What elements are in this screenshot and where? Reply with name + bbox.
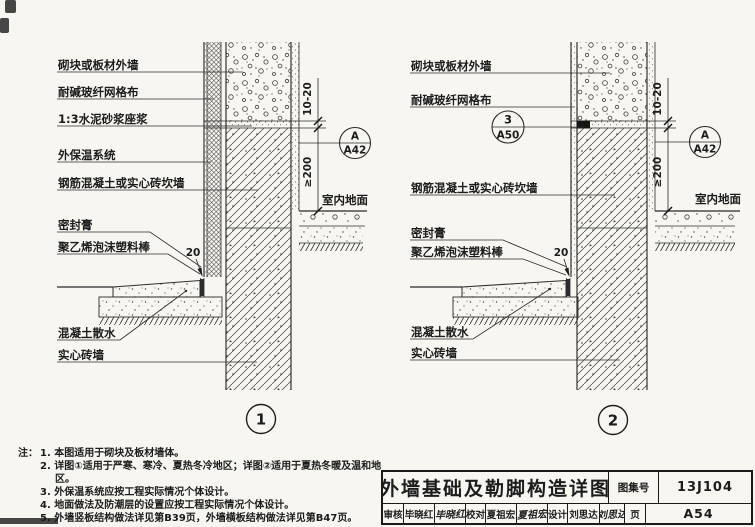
svg-text:2: 2: [608, 412, 618, 430]
d2-mortar-joint-fill: [590, 121, 647, 128]
notes: 注： 1. 本图适用于砌块及板材墙体。 2. 详图①适用于严寒、寒冷、夏热冬冷地…: [18, 447, 384, 525]
designer-signature: 刘思达: [599, 509, 624, 522]
d2-label-apron: 混凝土散水: [411, 325, 469, 339]
notes-items: 1. 本图适用于砌块及板材墙体。 2. 详图①适用于严寒、寒冷、夏热冬冷地区；详…: [40, 447, 384, 525]
d2-apron-construction: [410, 278, 579, 325]
d2-label-brick-wall: 实心砖墙: [411, 346, 457, 360]
d2-inner-plaster: [647, 42, 655, 211]
d1-ref-marker-a42: A A42: [299, 126, 372, 160]
ref-a-code: A: [351, 131, 360, 143]
detail-2: 10-20 ≥200 20 3 A50 A A42 砌块或板: [410, 42, 741, 436]
d1-dim-height: ≥200: [302, 157, 314, 188]
d1-block-wall-fill: [226, 42, 291, 121]
checker-label: 校对: [465, 504, 485, 523]
d1-joint-sealant-fill: [200, 279, 204, 296]
d2-dim-bed: 10-20: [652, 82, 664, 116]
scan-artifact: [0, 518, 58, 524]
scan-artifact: [5, 0, 16, 13]
d1-label-mesh: 耐碱玻纤网格布: [58, 85, 139, 99]
d1-label-mortar: 1:3水泥砂浆座浆: [58, 112, 148, 126]
d2-label-plinth: 钢筋混凝土或实心砖坎墙: [411, 181, 538, 195]
note-item: 5. 外墙竖板结构做法详见第B39页，外墙横板结构做法详见第B47页。: [40, 513, 358, 524]
title-block: 外墙基础及勒脚构造详图 图集号 13J104 审核 毕晓红 毕晓红 校对 夏祖宏…: [381, 470, 753, 525]
d1-label-exterior-wall: 砌块或板材外墙: [57, 58, 139, 72]
d1-label-insulation: 外保温系统: [57, 148, 116, 162]
d1-dim-bed: 10-20: [302, 82, 314, 116]
d2-render-coat: [571, 42, 577, 277]
d1-labels: 砌块或板材外墙 耐碱玻纤网格布 1:3水泥砂浆座浆 外保温系统 钢筋混凝土或实心…: [57, 58, 368, 363]
d1-mortar-joint-fill: [226, 121, 291, 128]
ref-a-page: A42: [344, 145, 367, 157]
svg-text:1: 1: [256, 411, 266, 429]
d2-ref-marker-a42: A A42: [655, 125, 722, 159]
construction-drawing: 10-20 ≥200 20 A A42 砌块或板材外墙 耐碱玻纤网格布 1:3水…: [57, 42, 741, 436]
d2-dimension-lines: 10-20 ≥200 20: [554, 78, 673, 277]
d2-labels: 砌块或板材外墙 耐碱玻纤网格布 钢筋混凝土或实心砖坎墙 密封膏 聚乙烯泡沫塑料棒…: [410, 59, 741, 361]
d2-label-mesh: 耐碱玻纤网格布: [411, 93, 492, 107]
scan-artifact: [0, 18, 9, 33]
d2-wall-fills: [571, 42, 655, 390]
d1-label-foam-rod: 聚乙烯泡沫塑料棒: [57, 240, 150, 254]
d2-detail-number: 2: [597, 404, 629, 436]
reviewer-name: 毕晓红: [403, 504, 434, 523]
d2-structure-lines: [570, 42, 676, 390]
designer-name: 刘思达: [567, 504, 599, 523]
note-item: 4. 地面做法及防潮层的设置应按工程实际情况个体设计。: [40, 500, 295, 511]
d1-inner-plaster: [291, 42, 299, 211]
d2-label-sealant: 密封膏: [410, 226, 446, 240]
d2-indoor-floor-construction: [655, 210, 740, 251]
reviewer-label: 审核: [383, 509, 403, 521]
notes-prefix: 注：: [18, 448, 38, 459]
detail-1: 10-20 ≥200 20 A A42 砌块或板材外墙 耐碱玻纤网格布 1:3水…: [57, 42, 372, 435]
d1-apron-construction: [57, 278, 223, 325]
ref-a-code: A: [701, 130, 710, 142]
d1-detail-number: 1: [245, 403, 277, 435]
note-item: 3. 外保温系统应按工程实际情况个体设计。: [40, 487, 235, 498]
note-item: 1. 本图适用于砌块及板材墙体。: [40, 448, 185, 459]
d1-dimension-lines: 10-20 ≥200 20: [186, 78, 323, 277]
page-number: A54: [645, 504, 751, 523]
reviewer-signature: 毕晓红: [434, 509, 465, 522]
atlas-number-value: 13J104: [658, 472, 751, 503]
d2-block-wall-fill: [577, 42, 647, 121]
d1-insulation-hatch: [207, 42, 221, 277]
d2-label-foam-rod: 聚乙烯泡沫塑料棒: [410, 245, 503, 259]
d2-joint-sealant-fill: [566, 279, 570, 296]
d1-wall-fills: [204, 42, 299, 390]
d1-plinth-dots: [226, 128, 291, 390]
designer-label: 设计: [547, 504, 567, 523]
d1-indoor-floor-construction: [299, 210, 367, 251]
d1-structure-lines: [203, 42, 326, 390]
d1-label-apron: 混凝土散水: [58, 326, 116, 340]
d1-label-brick-wall: 实心砖墙: [58, 348, 104, 362]
ref-3-code: 3: [504, 113, 512, 127]
d1-label-plinth: 钢筋混凝土或实心砖坎墙: [58, 176, 185, 190]
checker-name: 夏祖宏: [485, 504, 516, 523]
d2-plinth-dots: [577, 128, 647, 390]
note-item: 2. 详图①适用于严寒、寒冷、夏热冬冷地区；详图②适用于夏热冬暖及温和地区。: [40, 461, 382, 485]
d2-joint-seal-block: [577, 120, 590, 129]
d1-render-coat: [204, 42, 207, 277]
d2-label-exterior-wall: 砌块或板材外墙: [410, 59, 492, 73]
d2-dim-gap: 20: [554, 247, 569, 259]
sheet-title: 外墙基础及勒脚构造详图: [383, 478, 608, 500]
d1-label-indoor-floor: 室内地面: [322, 193, 368, 207]
atlas-number-label: 图集号: [608, 472, 658, 503]
page-label: 页: [624, 504, 645, 523]
ref-a-page: A42: [694, 144, 717, 156]
d1-dim-gap: 20: [186, 247, 201, 259]
d2-dim-height: ≥200: [652, 157, 664, 188]
d2-label-indoor-floor: 室内地面: [695, 192, 741, 206]
d2-ref-marker-a50: 3 A50: [491, 110, 584, 144]
checker-signature: 夏祖宏: [516, 509, 547, 522]
d1-label-sealant: 密封膏: [57, 218, 93, 232]
ref-3-page: A50: [497, 130, 520, 142]
